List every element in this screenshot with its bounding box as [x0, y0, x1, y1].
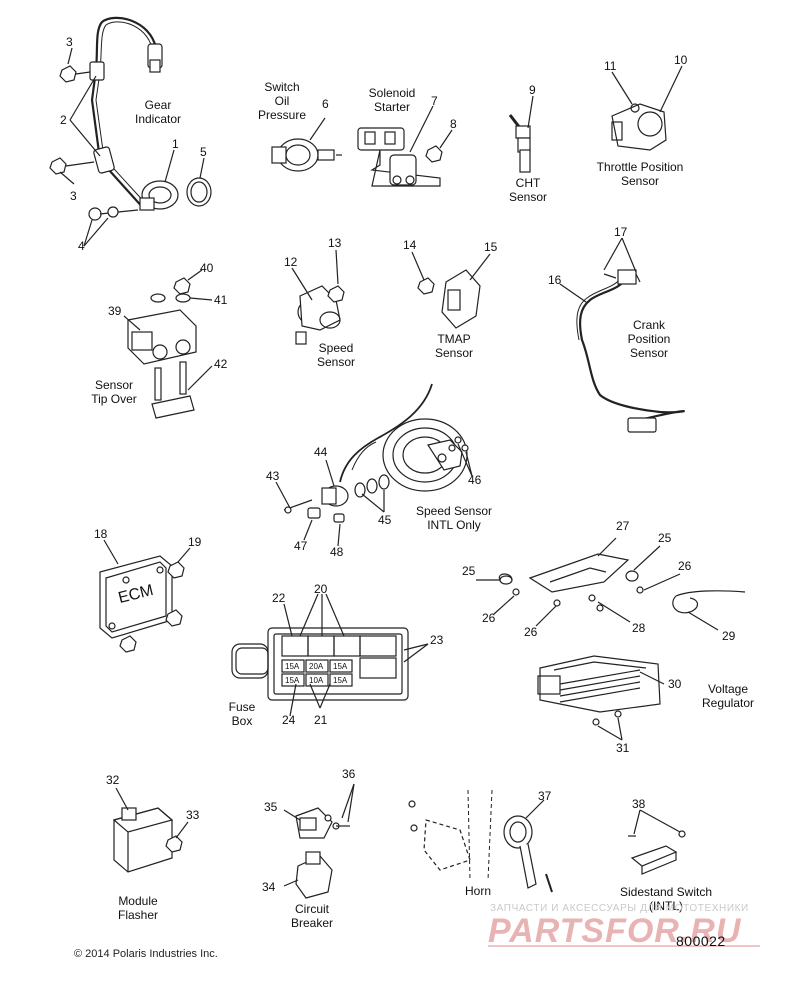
- callout-33: 33: [186, 808, 200, 822]
- callout-15: 15: [484, 240, 498, 254]
- callout-39: 39: [108, 304, 122, 318]
- callout-3: 3: [66, 35, 73, 49]
- fuse-rating: 20A: [309, 662, 324, 671]
- callout-17: 17: [614, 225, 628, 239]
- label-crank-position-sensor: Crank Position Sensor: [627, 318, 671, 360]
- label-fuse-box: Fuse Box: [228, 700, 256, 728]
- callout-37: 37: [538, 789, 552, 803]
- callout-24: 24: [282, 713, 296, 727]
- callout-25: 25: [462, 564, 476, 578]
- fuse-rating: 15A: [285, 676, 300, 685]
- fuse-box-drawing: [231, 593, 429, 717]
- callout-29: 29: [722, 629, 736, 643]
- diagram-id: 800022: [676, 933, 726, 949]
- callout-32: 32: [106, 773, 120, 787]
- callout-16: 16: [548, 273, 562, 287]
- callout-7: 7: [431, 94, 438, 108]
- callout-9: 9: [529, 83, 536, 97]
- watermark-tagline: ЗАПЧАСТИ И АКСЕССУАРЫ ДЛЯ МОТОТЕХНИКИ: [490, 903, 749, 914]
- callout-26: 26: [524, 625, 538, 639]
- callout-44: 44: [314, 445, 328, 459]
- callout-31: 31: [616, 741, 630, 755]
- callout-20: 20: [314, 582, 328, 596]
- throttle-position-sensor-drawing: [611, 65, 683, 151]
- callout-4: 4: [78, 239, 85, 253]
- callout-30: 30: [668, 677, 682, 691]
- callout-2: 2: [60, 113, 67, 127]
- callout-36: 36: [342, 767, 356, 781]
- callout-8: 8: [450, 117, 457, 131]
- callout-19: 19: [188, 535, 202, 549]
- tip-over-sensor-drawing: [123, 269, 213, 419]
- label-solenoid-starter: Solenoid Starter: [368, 86, 416, 114]
- callout-10: 10: [674, 53, 688, 67]
- label-gear-indicator: Gear Indicator: [134, 98, 182, 126]
- callout-25: 25: [658, 531, 672, 545]
- label-speed-sensor-intl: Speed Sensor INTL Only: [415, 504, 493, 532]
- label-cht-sensor: CHT Sensor: [508, 176, 548, 204]
- fuse-rating: 15A: [285, 662, 300, 671]
- callout-28: 28: [632, 621, 646, 635]
- callout-34: 34: [262, 880, 276, 894]
- callout-45: 45: [378, 513, 392, 527]
- starter-solenoid-drawing: [357, 105, 453, 187]
- label-voltage-regulator: Voltage Regulator: [701, 682, 755, 710]
- watermark-brand: PARTSFOR.RU: [488, 912, 742, 950]
- callout-14: 14: [403, 238, 417, 252]
- callout-35: 35: [264, 800, 278, 814]
- callout-41: 41: [214, 293, 228, 307]
- callout-11: 11: [604, 59, 617, 73]
- fuse-rating: 15A: [333, 676, 348, 685]
- label-circuit-breaker: Circuit Breaker: [290, 902, 334, 930]
- label-sensor-tip-over: Sensor Tip Over: [91, 378, 137, 406]
- crank-sensor-drawing: [559, 237, 685, 433]
- relay-row: [281, 635, 397, 679]
- callout-18: 18: [94, 527, 108, 541]
- callout-3: 3: [70, 189, 77, 203]
- fuse-rating: 10A: [309, 676, 324, 685]
- cht-sensor-drawing: [508, 95, 534, 173]
- callout-47: 47: [294, 539, 308, 553]
- label-tmap-sensor: TMAP Sensor: [434, 332, 474, 360]
- oil-pressure-switch-drawing: [271, 117, 342, 172]
- label-horn: Horn: [464, 884, 491, 898]
- fuse-row: [281, 659, 353, 687]
- label-throttle-position-sensor: Throttle Position Sensor: [596, 160, 684, 188]
- voltage-regulator-drawing: [476, 537, 746, 741]
- callout-27: 27: [616, 519, 630, 533]
- callout-48: 48: [330, 545, 344, 559]
- callout-13: 13: [328, 236, 342, 250]
- tmap-sensor-drawing: [411, 251, 491, 329]
- speed-sensor-drawing: [291, 249, 345, 345]
- callout-42: 42: [214, 357, 228, 371]
- callout-26: 26: [678, 559, 692, 573]
- label-switch-oil-pressure: Switch Oil Pressure: [257, 80, 307, 122]
- label-sidestand-switch: Sidestand Switch (INTL): [619, 885, 713, 913]
- horn-drawing: [408, 789, 553, 893]
- callout-43: 43: [266, 469, 280, 483]
- speed-sensor-intl-drawing: [275, 383, 473, 547]
- label-module-flasher: Module Flasher: [117, 894, 158, 922]
- circuit-breaker-drawing: [283, 783, 355, 899]
- callout-5: 5: [200, 145, 207, 159]
- callout-6: 6: [322, 97, 329, 111]
- ecm-drawing: [99, 539, 191, 653]
- copyright-notice: © 2014 Polaris Industries Inc.: [74, 948, 218, 960]
- gear-indicator-assembly: [49, 16, 212, 247]
- flasher-module-drawing: [112, 787, 189, 873]
- callout-38: 38: [632, 797, 646, 811]
- fuse-rating: 15A: [333, 662, 348, 671]
- callout-1: 1: [172, 137, 179, 151]
- label-speed-sensor: Speed Sensor: [316, 341, 356, 369]
- callout-12: 12: [284, 255, 298, 269]
- callout-21: 21: [314, 713, 328, 727]
- callout-22: 22: [272, 591, 286, 605]
- callout-23: 23: [430, 633, 444, 647]
- sidestand-switch-drawing: [628, 809, 686, 875]
- callout-40: 40: [200, 261, 214, 275]
- callout-46: 46: [468, 473, 482, 487]
- callout-26: 26: [482, 611, 496, 625]
